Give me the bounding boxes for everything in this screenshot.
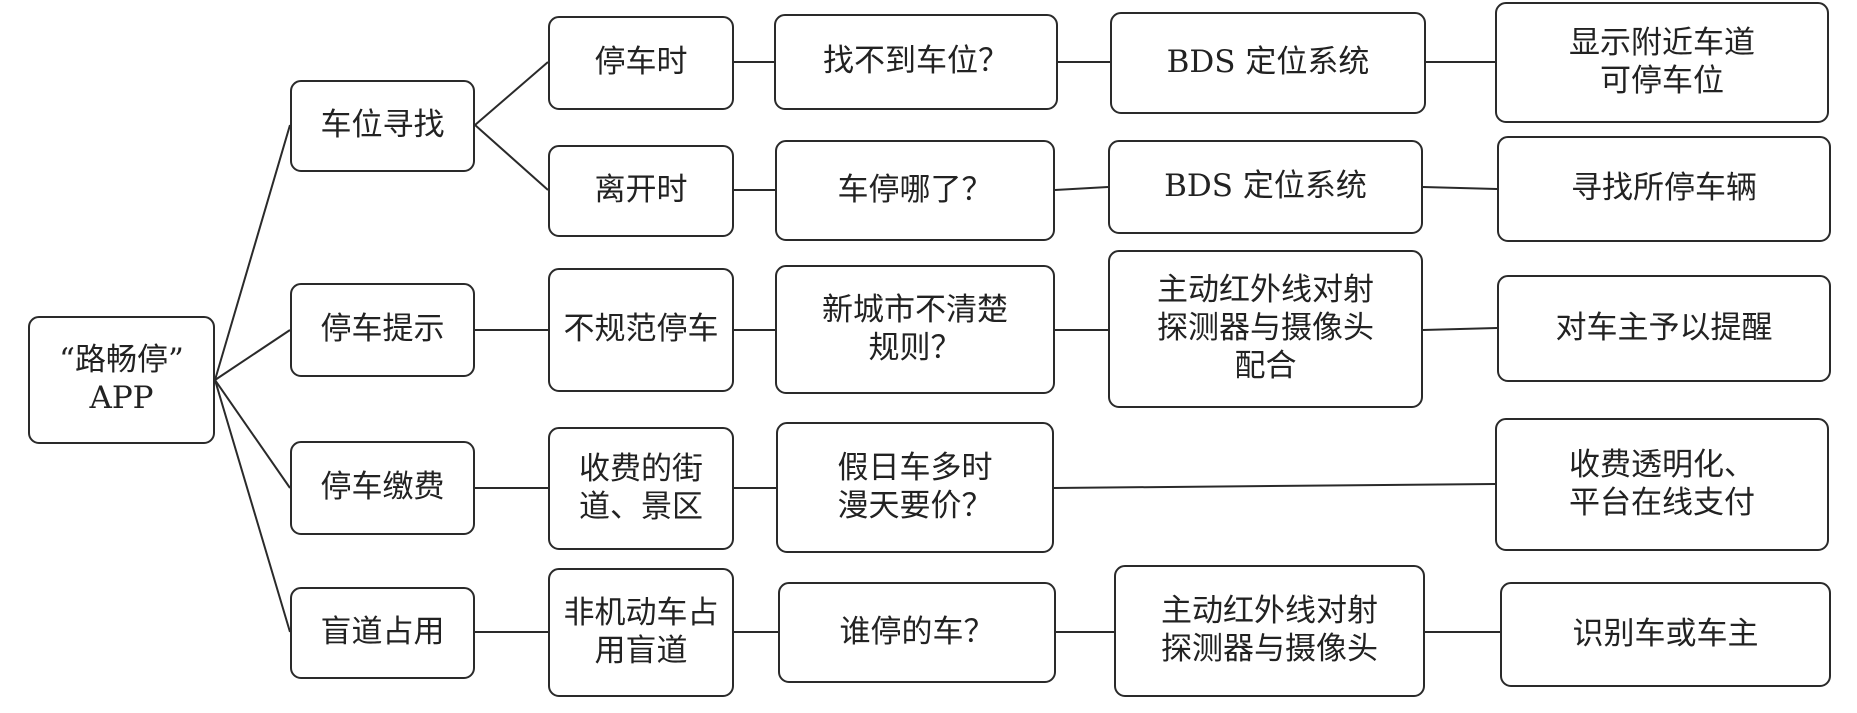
connector-r3-c [1422,327,1498,331]
scenario-node-2: 离开时 [548,145,734,237]
category-node-4: 盲道占用 [290,587,475,679]
connector-root-cat3 [214,379,291,489]
tech-node-5: 主动红外线对射 探测器与摄像头 [1114,565,1425,697]
connector-cat1-row1 [474,61,549,126]
connector-root-cat2 [214,329,291,381]
connector-root-cat1 [214,124,291,381]
category-node-1: 车位寻找 [290,80,475,172]
scenario-node-3: 不规范停车 [548,268,734,392]
root-node-app: “路畅停” APP [28,316,215,444]
solution-node-4: 收费透明化、 平台在线支付 [1495,418,1829,551]
connector-r2-c [1422,186,1498,190]
solution-node-3: 对车主予以提醒 [1497,275,1831,382]
problem-node-1: 找不到车位？ [774,14,1058,110]
problem-node-3: 新城市不清楚 规则？ [775,265,1055,394]
tech-node-1: BDS 定位系统 [1110,12,1426,114]
solution-node-5: 识别车或车主 [1500,582,1831,687]
scenario-node-1: 停车时 [548,16,734,110]
problem-node-5: 谁停的车？ [778,582,1056,683]
scenario-node-5: 非机动车占 用盲道 [548,568,734,697]
connector-r4-b [1053,483,1496,489]
connector-root-cat4 [214,379,291,633]
connector-cat1-row2 [474,124,549,191]
problem-node-4: 假日车多时 漫天要价？ [776,422,1054,553]
scenario-node-4: 收费的街 道、景区 [548,427,734,550]
category-node-2: 停车提示 [290,283,475,377]
category-node-3: 停车缴费 [290,441,475,535]
problem-node-2: 车停哪了？ [775,140,1055,241]
solution-node-2: 寻找所停车辆 [1497,136,1831,242]
tech-node-2: BDS 定位系统 [1108,140,1423,234]
tech-node-3: 主动红外线对射 探测器与摄像头 配合 [1108,250,1423,408]
connector-r2-b [1054,186,1109,191]
solution-node-1: 显示附近车道 可停车位 [1495,2,1829,123]
